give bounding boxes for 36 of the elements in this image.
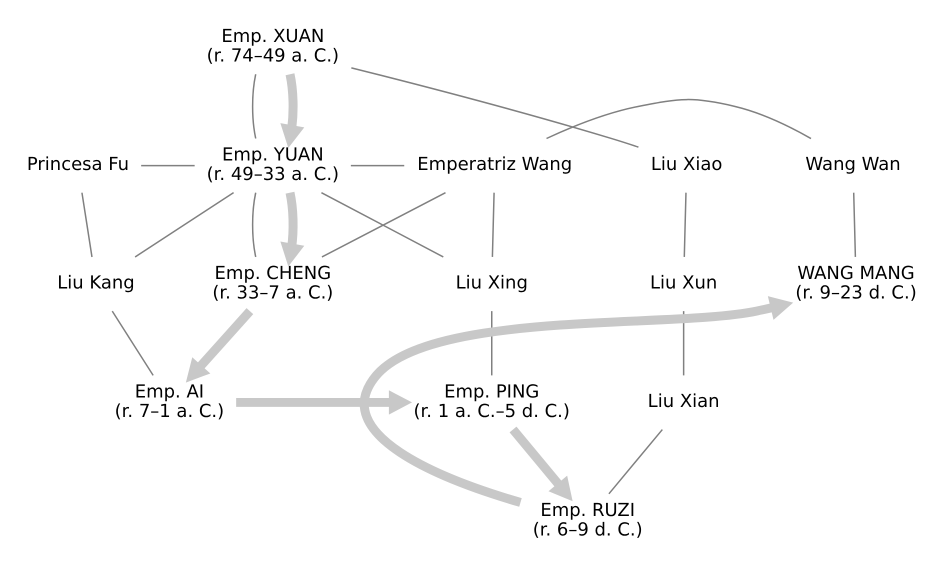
connector — [80, 192, 92, 257]
node-text: Emp. CHENG (r. 33–7 a. C.) — [212, 262, 333, 303]
arrow — [185, 308, 253, 382]
connector — [350, 164, 404, 166]
connector — [251, 74, 256, 138]
connector — [683, 192, 686, 256]
connector — [251, 192, 256, 257]
node-text: Princesa Fu — [26, 154, 129, 175]
arrow — [280, 191, 304, 266]
arrow — [280, 72, 304, 148]
node-text: Liu Xun — [650, 272, 717, 294]
node-text: Emp. YUAN (r. 49–33 a. C.) — [206, 144, 339, 184]
node-text: Emp. XUAN (r. 74–49 a. C.) — [206, 26, 339, 66]
node-text: Liu Xian — [647, 390, 720, 412]
connector — [608, 428, 662, 494]
node-text: Emperatriz Wang — [416, 154, 572, 175]
node-text: Liu Kang — [56, 272, 134, 294]
node-text: Emp. PING (r. 1 a. C.–5 d. C.) — [413, 380, 570, 422]
connector — [140, 164, 194, 166]
node-text: Liu Xiao — [650, 154, 722, 175]
connector — [134, 192, 234, 258]
connector — [350, 66, 638, 148]
connector — [490, 310, 492, 375]
connector — [682, 310, 684, 375]
connector — [546, 98, 811, 139]
connector — [852, 192, 856, 256]
node-text: Emp. AI (r. 7–1 a. C.) — [114, 380, 224, 422]
connector — [491, 192, 494, 256]
arrow — [359, 296, 793, 506]
arrow — [509, 426, 572, 501]
node-text: WANG MANG (r. 9–23 d. C.) — [794, 262, 916, 303]
node-text: Wang Wan — [804, 154, 900, 175]
arrow — [236, 390, 412, 414]
connector — [111, 310, 154, 376]
node-text: Emp. RUZI (r. 6–9 d. C.) — [532, 499, 642, 540]
node-text: Liu Xing — [455, 272, 528, 294]
